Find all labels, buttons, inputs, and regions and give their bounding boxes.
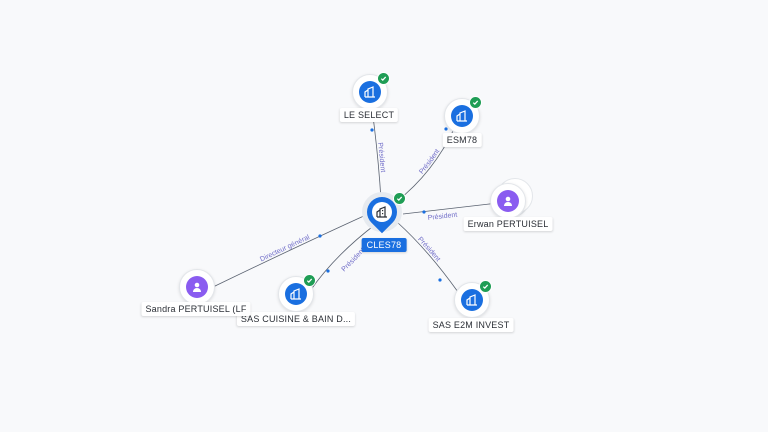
edge-label-le-select: Président <box>376 142 386 173</box>
person-icon <box>504 196 512 206</box>
edge-label-esm78: Président <box>418 148 441 176</box>
node-label-erwan-pertuisel[interactable]: Erwan PERTUISEL <box>463 217 553 231</box>
edge-label-erwan: Président <box>427 212 457 222</box>
edge-label-sas-e2m: Président <box>416 236 441 263</box>
svg-text:Président: Président <box>376 142 386 173</box>
company-building-icon <box>466 294 477 306</box>
center-node[interactable] <box>360 190 406 234</box>
company-building-icon <box>364 86 375 98</box>
edge-sas-e2m[interactable]: Président <box>396 221 459 293</box>
node-le-select[interactable] <box>352 72 390 110</box>
node-sas-cuisine[interactable] <box>278 274 316 312</box>
verified-check-icon <box>303 274 316 287</box>
node-label-esm78[interactable]: ESM78 <box>442 133 482 147</box>
edge-arrow-marker <box>318 234 322 238</box>
edge-arrow-marker <box>422 210 426 214</box>
svg-text:Directeur général: Directeur général <box>259 234 311 264</box>
svg-text:Président: Président <box>416 236 441 263</box>
node-sandra-pertuisel[interactable] <box>179 269 215 305</box>
edge-erwan[interactable]: Président <box>402 202 499 222</box>
verified-check-icon <box>479 280 492 293</box>
edge-arrow-marker <box>370 128 374 132</box>
edge-arrow-marker <box>444 127 448 131</box>
center-node-label[interactable]: CLES78 <box>361 238 407 252</box>
node-label-sas-e2m-invest[interactable]: SAS E2M INVEST <box>428 318 514 332</box>
company-building-icon <box>290 288 301 300</box>
verified-check-icon <box>469 96 482 109</box>
svg-text:Président: Président <box>427 212 457 222</box>
node-label-sas-cuisine[interactable]: SAS CUISINE & BAIN D... <box>236 312 356 326</box>
edge-le-select[interactable]: Président <box>369 93 386 201</box>
node-label-le-select[interactable]: LE SELECT <box>339 108 399 122</box>
center-node-marker[interactable] <box>360 190 406 234</box>
edge-arrow-marker <box>326 269 330 273</box>
node-label-sandra-pertuisel[interactable]: Sandra PERTUISEL (LF <box>141 302 251 316</box>
person-icon <box>193 282 201 292</box>
node-erwan-pertuisel[interactable] <box>490 178 533 219</box>
edge-sas-cuisine[interactable]: Président <box>309 223 377 292</box>
map-pin-icon <box>360 190 404 234</box>
verified-check-icon <box>393 192 406 205</box>
company-building-icon <box>376 206 387 218</box>
edge-arrow-marker <box>438 278 442 282</box>
node-esm78[interactable] <box>444 96 482 134</box>
verified-check-icon <box>377 72 390 85</box>
svg-text:Président: Président <box>418 148 441 176</box>
node-sas-e2m-invest[interactable] <box>454 280 492 318</box>
company-building-icon <box>456 110 467 122</box>
edge-label-sandra: Directeur général <box>259 234 311 264</box>
